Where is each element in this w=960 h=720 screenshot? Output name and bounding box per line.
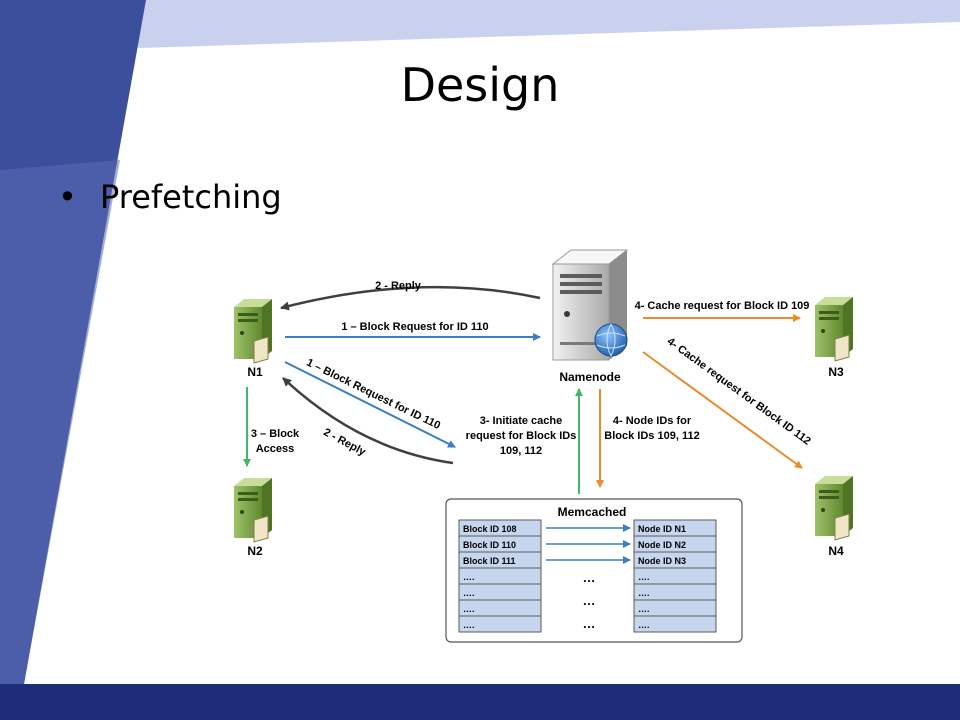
node-id-text: Node ID N1 — [638, 524, 686, 534]
server-n1-icon — [234, 299, 272, 364]
bullet-dot: • — [58, 178, 77, 216]
block-id-text: …. — [463, 620, 475, 630]
arrow-block-request-diag — [284, 361, 456, 448]
block-id-text: Block ID 110 — [463, 540, 516, 550]
left-band-shade — [0, 160, 120, 684]
arrow-reply-diag — [282, 377, 454, 465]
arrow-cache-request-n4 — [642, 351, 803, 469]
memcached-title: Memcached — [558, 505, 627, 519]
node-label-n1: N1 — [247, 365, 263, 379]
ellipsis-marker: … — [583, 616, 596, 631]
label-block-access-1: 3 – Block — [251, 428, 300, 440]
label-block-access-2: Access — [256, 443, 295, 455]
footer-bar — [0, 684, 960, 720]
block-id-text: Block ID 111 — [463, 556, 516, 566]
node-id-text: …. — [638, 572, 650, 582]
node-label-n3: N3 — [828, 365, 844, 379]
node-id-text: …. — [638, 604, 650, 614]
label-cache-request-n3: 4- Cache request for Block ID 109 — [635, 300, 810, 312]
block-id-text: …. — [463, 572, 475, 582]
bullet-text: Prefetching — [100, 178, 282, 216]
label-reply-top: 2 - Reply — [375, 280, 422, 292]
globe-icon — [594, 323, 628, 357]
node-label-n4: N4 — [828, 544, 844, 558]
server-n4-icon — [815, 476, 853, 541]
block-id-text: …. — [463, 588, 475, 598]
node-id-cell — [633, 615, 717, 633]
top-light-band — [0, 0, 960, 48]
label-initiate-3: 109, 112 — [500, 445, 542, 457]
label-initiate-1: 3- Initiate cache — [480, 415, 563, 427]
label-node-ids-1: 4- Node IDs for — [613, 415, 692, 427]
node-label-n2: N2 — [247, 544, 263, 558]
label-block-request-diag: 1 – Block Request for ID 110 — [304, 357, 442, 432]
bullet-item: • Prefetching — [58, 178, 282, 216]
node-id-text: Node ID N2 — [638, 540, 686, 550]
arrow-reply-top — [280, 285, 541, 311]
block-id-cell — [458, 615, 542, 633]
node-id-text: …. — [638, 620, 650, 630]
label-reply-diag: 2 - Reply — [321, 426, 368, 459]
label-node-ids-2: Block IDs 109, 112 — [604, 430, 699, 442]
node-id-text: Node ID N3 — [638, 556, 686, 566]
ellipsis-marker: … — [583, 570, 596, 585]
label-block-request-top: 1 – Block Request for ID 110 — [341, 321, 488, 333]
namenode-server-icon — [551, 249, 629, 361]
block-id-text: …. — [463, 604, 475, 614]
ellipsis-marker: … — [583, 593, 596, 608]
node-id-text: …. — [638, 588, 650, 598]
server-n3-icon — [815, 297, 853, 362]
server-n2-icon — [234, 478, 272, 543]
block-id-text: Block ID 108 — [463, 524, 517, 534]
node-label-namenode: Namenode — [559, 370, 621, 384]
slide-title: Design — [400, 58, 560, 112]
label-initiate-2: request for Block IDs — [466, 430, 577, 442]
